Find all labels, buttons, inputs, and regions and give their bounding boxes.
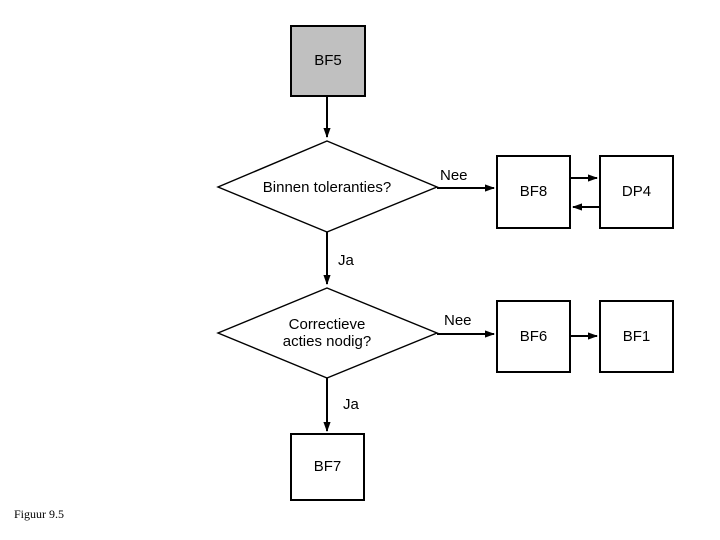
- edge-label-actions-no: Nee: [444, 312, 472, 329]
- node-decision-tolerance-shape[interactable]: [216, 140, 439, 233]
- node-bf6-shape[interactable]: [496, 300, 571, 373]
- node-decision-actions-shape[interactable]: [216, 287, 439, 379]
- edge-label-tolerance-yes: Ja: [338, 252, 354, 269]
- edge-label-tolerance-no: Nee: [440, 167, 468, 184]
- edge-label-actions-yes: Ja: [343, 396, 359, 413]
- figure-caption: Figuur 9.5: [14, 507, 65, 521]
- node-dp4-shape[interactable]: [599, 155, 674, 229]
- node-bf5-shape[interactable]: [290, 25, 366, 97]
- node-bf1-shape[interactable]: [599, 300, 674, 373]
- node-bf8-shape[interactable]: [496, 155, 571, 229]
- node-bf7-shape[interactable]: [290, 433, 365, 501]
